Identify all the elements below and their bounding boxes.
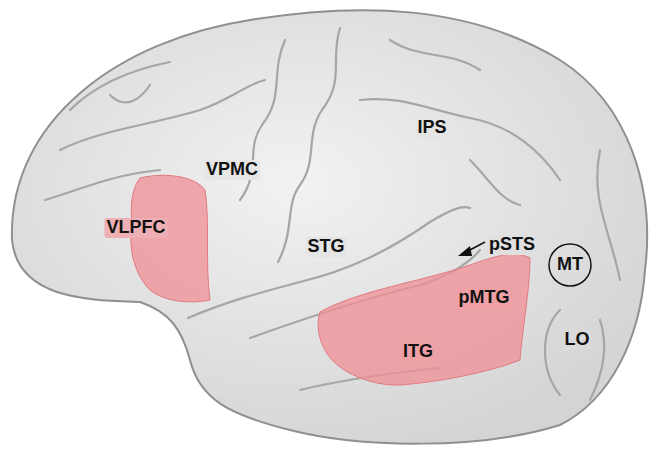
arrowhead	[458, 246, 472, 256]
region-label: IPS	[415, 118, 448, 138]
occipital-fold	[545, 150, 620, 395]
region-label: LO	[563, 330, 592, 350]
region-label: VLPFC	[104, 218, 167, 238]
pointer-arrow	[458, 242, 485, 256]
region-label: pSTS	[487, 235, 537, 255]
brain-outline	[12, 10, 647, 444]
highlighted-regions	[131, 175, 530, 385]
parietal-fold	[390, 40, 520, 205]
temporal-region	[318, 254, 530, 385]
lunate-sulcus	[590, 320, 604, 400]
region-label: VPMC	[204, 160, 260, 180]
region-label: STG	[305, 237, 346, 257]
circle-outline	[549, 244, 591, 286]
circled-area: MT	[548, 243, 592, 287]
region-label: ITG	[401, 342, 435, 362]
gyri-lines	[45, 28, 620, 400]
intraparietal-sulcus	[360, 99, 560, 180]
region-label: pMTG	[457, 288, 512, 308]
region-label: MT	[557, 255, 583, 275]
central-sulcus	[278, 28, 340, 262]
frontal-sulcus	[60, 80, 265, 150]
vlpfc-region	[131, 175, 210, 302]
frontal-gyrus-fold	[70, 62, 170, 110]
